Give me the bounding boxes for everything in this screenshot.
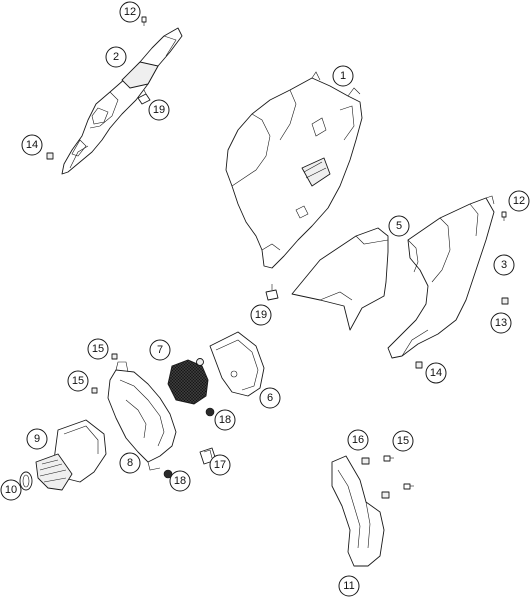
part-9-intake-boot	[35, 419, 107, 491]
nut-16-lower	[381, 491, 390, 499]
callout-3: 3	[493, 254, 515, 276]
callout-6: 6	[259, 387, 281, 409]
callout-8: 8	[119, 452, 141, 474]
screw-13	[501, 297, 509, 305]
part-1-frame-cover	[225, 71, 363, 269]
callout-18-right: 18	[214, 409, 236, 431]
callout-18-lower: 18	[169, 470, 191, 492]
screw-14-left	[46, 152, 54, 160]
svg-text:3: 3	[501, 259, 507, 271]
part-7-air-filter	[167, 358, 209, 405]
screw-15-lower	[91, 387, 98, 394]
svg-text:6: 6	[267, 392, 273, 404]
callout-2: 2	[105, 46, 127, 68]
part-11-lower-cover	[331, 455, 385, 567]
grommet-18-right	[205, 407, 215, 417]
part-5-side-panel	[291, 227, 389, 331]
callout-12-top: 12	[119, 1, 141, 23]
callout-12-right: 12	[508, 190, 530, 212]
callout-15-lower: 15	[67, 370, 89, 392]
callout-5: 5	[388, 215, 410, 237]
svg-text:10: 10	[5, 484, 17, 496]
svg-text:15: 15	[397, 435, 409, 447]
callout-17: 17	[209, 454, 231, 476]
screw-15-right-upper	[383, 455, 394, 462]
callout-16: 16	[347, 429, 369, 451]
screw-14-right	[415, 361, 423, 369]
callout-14-left: 14	[21, 134, 43, 156]
svg-text:14: 14	[430, 367, 442, 379]
clip-19-upper	[137, 89, 151, 105]
callout-13: 13	[490, 312, 512, 334]
screw-12-top	[141, 16, 147, 26]
svg-text:1: 1	[340, 70, 346, 82]
svg-text:5: 5	[396, 220, 402, 232]
screw-15-upper	[111, 353, 118, 360]
svg-text:13: 13	[495, 317, 507, 329]
callout-19-middle: 19	[250, 304, 272, 326]
screw-12-right	[501, 211, 507, 221]
nut-16	[361, 457, 370, 465]
clip-19-middle	[265, 284, 279, 301]
svg-text:9: 9	[34, 433, 40, 445]
svg-text:12: 12	[124, 6, 136, 18]
svg-text:17: 17	[214, 459, 226, 471]
callout-10: 10	[0, 479, 22, 501]
svg-text:8: 8	[127, 457, 133, 469]
part-3-right-side-panel	[387, 195, 495, 359]
svg-text:18: 18	[219, 414, 231, 426]
part-10-clamp-ring	[19, 471, 33, 491]
callout-19-upper: 19	[148, 99, 170, 121]
svg-text:14: 14	[26, 139, 38, 151]
svg-text:11: 11	[343, 580, 354, 592]
screw-15-right-lower	[403, 483, 414, 490]
callout-11: 11	[338, 575, 360, 597]
part-2-left-side-panel	[61, 27, 183, 175]
part-8-air-box	[107, 361, 177, 471]
svg-text:15: 15	[72, 375, 84, 387]
svg-text:18: 18	[174, 475, 186, 487]
svg-text:7: 7	[157, 344, 163, 356]
callout-15-upper: 15	[87, 338, 109, 360]
callout-1: 1	[332, 65, 354, 87]
svg-text:12: 12	[513, 195, 525, 207]
svg-text:19: 19	[255, 309, 267, 321]
svg-text:19: 19	[153, 104, 165, 116]
part-6-filter-cover	[209, 331, 265, 397]
callout-9: 9	[26, 428, 48, 450]
callout-14-right: 14	[425, 362, 447, 384]
svg-text:2: 2	[113, 51, 119, 63]
grommet-18-lower	[163, 469, 173, 479]
callout-7: 7	[149, 339, 171, 361]
svg-text:16: 16	[352, 434, 364, 446]
callout-15-right: 15	[392, 430, 414, 452]
svg-text:15: 15	[92, 343, 104, 355]
